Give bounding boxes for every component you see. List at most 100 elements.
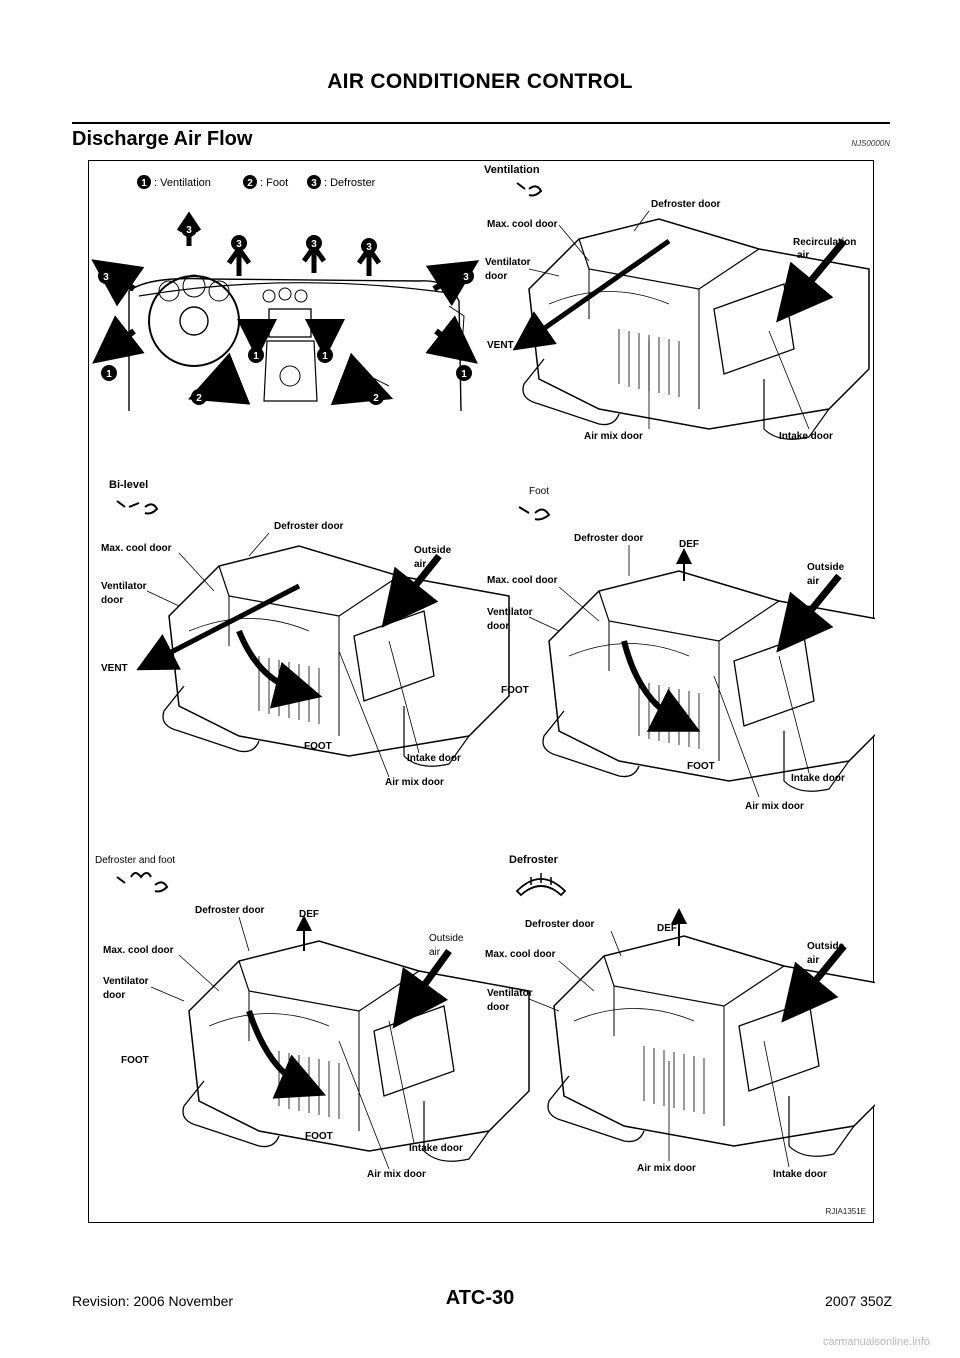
dashboard-diagram: 1 : Ventilation 2 : Foot 3 : Defroster: [91, 175, 480, 412]
foot-arrow-right: [330, 352, 394, 406]
defroster-mode-icon: [515, 878, 567, 897]
foot-diagram: Foot Defroster door DEF Max. cool door V…: [487, 486, 875, 812]
figure-code: RJIA1351E: [825, 1207, 866, 1216]
foot-arrow-left: [188, 352, 251, 405]
label-intake-door: Intake door: [409, 1143, 463, 1154]
bilevel-mode-icon: [116, 500, 159, 515]
page-header-title: AIR CONDITIONER CONTROL: [327, 70, 633, 93]
label-intake-door: Intake door: [407, 753, 461, 764]
label-vent: VENT: [487, 340, 514, 351]
foot-mode-icon: [518, 506, 551, 521]
footer-page-number: ATC-30: [445, 1287, 515, 1309]
label-outside-air: air: [429, 947, 441, 958]
label-door: door: [487, 621, 509, 632]
legend-text-defroster: : Defroster: [324, 177, 376, 189]
label-outside-air: air: [414, 559, 426, 570]
label-door: door: [485, 271, 507, 282]
svg-text:1: 1: [461, 369, 467, 380]
label-ventilator: Ventilator: [103, 976, 149, 987]
label-recirculation: Recirculation: [793, 237, 856, 248]
page-footer: Revision: 2006 November ATC-30 2007 350Z: [0, 1287, 960, 1317]
defroster-diagram: Defroster Defroster door DEF Max. cool d…: [485, 854, 875, 1180]
label-air-mix-door: Air mix door: [584, 431, 643, 442]
label-ventilator: Ventilator: [487, 607, 533, 618]
svg-text:2: 2: [196, 393, 202, 404]
footer-model: 2007 350Z: [825, 1293, 892, 1309]
label-max-cool-door: Max. cool door: [487, 575, 558, 586]
mode-title-bilevel: Bi-level: [109, 479, 148, 491]
label-recirc-air: air: [797, 250, 809, 261]
badges-1: 1 1 1 1: [101, 347, 472, 381]
steering-wheel: [148, 275, 240, 367]
badges-3: 3 3 3 3 3 3: [98, 221, 474, 284]
legend-num-1: 1: [141, 178, 147, 189]
airflow-figure: 1 : Ventilation 2 : Foot 3 : Defroster: [91, 164, 875, 1180]
svg-text:3: 3: [311, 239, 317, 250]
label-vent: VENT: [101, 663, 128, 674]
label-door: door: [487, 1002, 509, 1013]
mode-title-ventilation: Ventilation: [484, 164, 540, 176]
label-foot-2: FOOT: [687, 761, 715, 772]
legend-num-2: 2: [247, 178, 253, 189]
label-foot: FOOT: [121, 1055, 149, 1066]
svg-text:2: 2: [373, 393, 379, 404]
label-outside: Outside: [807, 562, 845, 573]
label-outside-air: air: [807, 576, 819, 587]
label-outside: Outside: [429, 933, 464, 944]
legend-badge-1: [137, 175, 151, 189]
vent-arrow-right: [425, 315, 478, 364]
svg-text:3: 3: [236, 239, 242, 250]
svg-text:3: 3: [103, 272, 109, 283]
defrost-arrow-2: [226, 244, 252, 276]
svg-text:3: 3: [366, 242, 372, 253]
legend-badge-3: [307, 175, 321, 189]
label-air-mix-door: Air mix door: [385, 777, 444, 788]
vent-arrow-left: [92, 315, 145, 364]
label-intake-door: Intake door: [779, 431, 833, 442]
label-air-mix-door: Air mix door: [367, 1169, 426, 1180]
label-defroster-door: Defroster door: [525, 919, 595, 930]
section-heading: Discharge Air Flow: [72, 128, 253, 150]
label-intake-door: Intake door: [791, 773, 845, 784]
label-air-mix-door: Air mix door: [745, 801, 804, 812]
mode-title-defroster-foot: Defroster and foot: [95, 855, 175, 866]
label-door: door: [103, 990, 125, 1001]
section-code: NJS0000N: [851, 139, 890, 148]
defroster-foot-diagram: Defroster and foot Defroster door DEF Ma…: [95, 855, 530, 1180]
label-foot: FOOT: [501, 685, 529, 696]
watermark: carmanualsonline.info: [822, 1336, 930, 1348]
footer-revision: Revision: 2006 November: [72, 1293, 234, 1309]
label-defroster-door: Defroster door: [274, 521, 344, 532]
label-max-cool-door: Max. cool door: [485, 949, 556, 960]
defroster-foot-mode-icon: [116, 872, 169, 893]
label-def: DEF: [657, 923, 677, 934]
label-outside-air: air: [807, 955, 819, 966]
mode-title-defroster: Defroster: [509, 854, 559, 866]
label-air-mix-door: Air mix door: [637, 1163, 696, 1174]
svg-text:1: 1: [253, 351, 259, 362]
label-door: door: [101, 595, 123, 606]
defrost-arrow-left: [91, 259, 145, 307]
legend-num-3: 3: [311, 178, 317, 189]
badges-2: 2 2: [191, 389, 384, 405]
mode-title-foot: Foot: [529, 486, 549, 497]
label-def: DEF: [679, 539, 699, 550]
label-defroster-door: Defroster door: [651, 199, 721, 210]
label-max-cool-door: Max. cool door: [487, 219, 558, 230]
label-foot: FOOT: [304, 741, 332, 752]
figure-frame: 1 : Ventilation 2 : Foot 3 : Defroster: [88, 160, 875, 1223]
label-defroster-door: Defroster door: [195, 905, 265, 916]
label-foot-2: FOOT: [305, 1131, 333, 1142]
svg-text:1: 1: [106, 369, 112, 380]
label-max-cool-door: Max. cool door: [103, 945, 174, 956]
svg-text:3: 3: [186, 225, 192, 236]
svg-text:1: 1: [322, 351, 328, 362]
label-defroster-door: Defroster door: [574, 533, 644, 544]
label-max-cool-door: Max. cool door: [101, 543, 172, 554]
label-def: DEF: [299, 909, 319, 920]
bilevel-diagram: Bi-level Defroster door Max. cool door V…: [101, 479, 510, 788]
header-rule: [72, 122, 890, 124]
label-intake-door: Intake door: [773, 1169, 827, 1180]
label-ventilator: Ventilator: [487, 988, 533, 999]
label-outside: Outside: [414, 545, 452, 556]
